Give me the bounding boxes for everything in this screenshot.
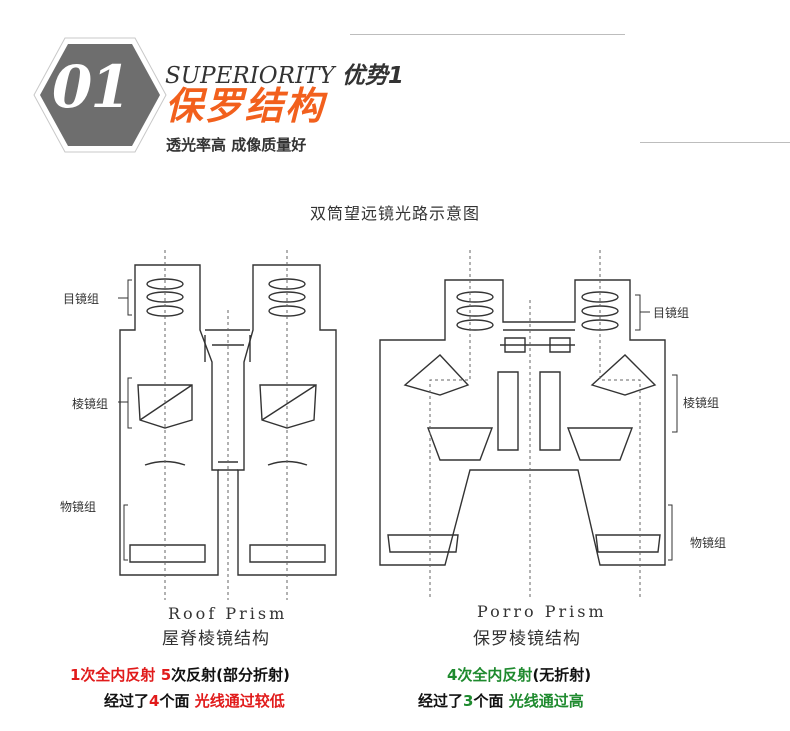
porro-note-line2: 经过了3个面 光线通过高 bbox=[418, 690, 584, 711]
roof-note-1c: 次反射(部分折射) bbox=[171, 666, 290, 684]
roof-label-brackets bbox=[118, 279, 132, 561]
porro-note-1a: 4次全内反射 bbox=[447, 666, 533, 684]
porro-note-2b: 3 bbox=[463, 692, 474, 710]
porro-objective-label: 物镜组 bbox=[690, 536, 727, 550]
roof-note-2b: 4 bbox=[149, 692, 160, 710]
porro-prism-drawing bbox=[379, 279, 666, 566]
roof-objective-label: 物镜组 bbox=[60, 500, 97, 514]
hexagon-badge bbox=[33, 37, 167, 153]
roof-prism-label: 棱镜组 bbox=[72, 397, 109, 411]
roof-note-line1: 1次全内反射 5次反射(部分折射) bbox=[70, 664, 290, 685]
roof-note-2c: 个面 bbox=[159, 692, 195, 710]
porro-note-2c: 个面 bbox=[473, 692, 509, 710]
page-subtitle: 透光率高 成像质量好 bbox=[166, 136, 307, 154]
porro-caption-cn: 保罗棱镜结构 bbox=[473, 629, 581, 649]
roof-note-1a: 1次全内反射 bbox=[70, 666, 156, 684]
roof-note-2d: 光线通过较低 bbox=[194, 692, 285, 710]
roof-light-paths bbox=[164, 250, 288, 600]
porro-prism-label: 棱镜组 bbox=[683, 396, 720, 410]
porro-eyepiece-label: 目镜组 bbox=[653, 306, 690, 320]
roof-caption-en: Roof Prism bbox=[168, 604, 288, 623]
porro-note-2d: 光线通过高 bbox=[508, 692, 584, 710]
roof-note-1b: 5 bbox=[160, 666, 172, 684]
porro-light-paths bbox=[429, 250, 641, 600]
header-divider-bottom bbox=[640, 142, 790, 143]
superiority-heading: SUPERIORITY 优势1 bbox=[165, 56, 404, 90]
porro-note-1b: (无折射) bbox=[532, 666, 592, 684]
porro-caption-en: Porro Prism bbox=[477, 602, 607, 621]
superiority-cn: 优势1 bbox=[341, 63, 404, 89]
roof-note-line2: 经过了4个面 光线通过较低 bbox=[104, 690, 285, 711]
header-divider-top bbox=[350, 34, 625, 35]
roof-eyepiece-label: 目镜组 bbox=[63, 292, 100, 306]
roof-caption-cn: 屋脊棱镜结构 bbox=[162, 629, 270, 649]
roof-prism-drawing bbox=[119, 264, 337, 576]
badge-number: 01 bbox=[52, 53, 131, 121]
diagram-title: 双筒望远镜光路示意图 bbox=[309, 204, 480, 223]
roof-note-2a: 经过了 bbox=[104, 692, 150, 710]
superiority-en: SUPERIORITY bbox=[165, 63, 335, 89]
porro-label-brackets bbox=[635, 294, 678, 561]
porro-note-2a: 经过了 bbox=[418, 692, 464, 710]
porro-note-line1: 4次全内反射(无折射) bbox=[447, 664, 591, 685]
page-title: 保罗结构 bbox=[165, 84, 326, 128]
